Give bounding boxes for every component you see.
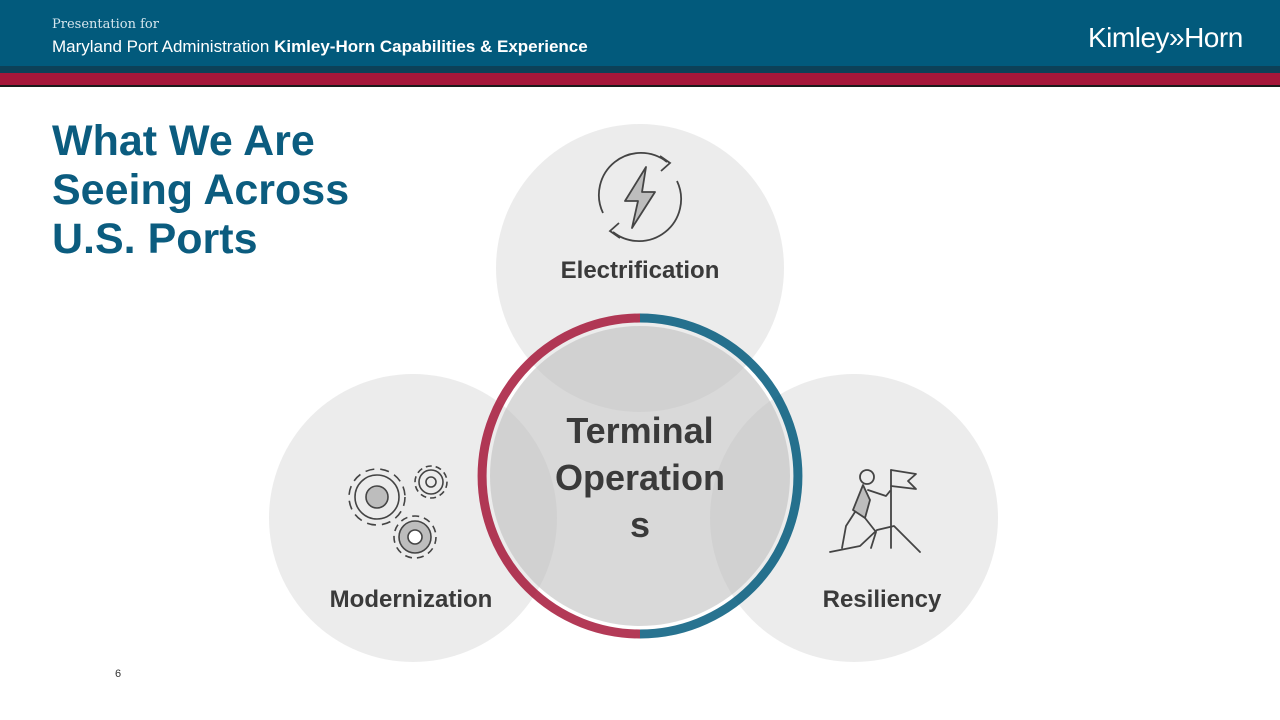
deck-title: Kimley-Horn Capabilities & Experience xyxy=(274,37,588,56)
gears-icon xyxy=(348,465,448,559)
presentation-for-label: Presentation for xyxy=(52,17,159,32)
page-number: 6 xyxy=(115,668,122,680)
center-label-line-1: Terminal xyxy=(566,410,713,451)
client-name: Maryland Port Administration xyxy=(52,37,270,56)
slide-header: Presentation for Maryland Port Administr… xyxy=(0,0,1280,66)
center-circle xyxy=(490,326,790,626)
header-band-line xyxy=(0,85,1280,87)
kimley-horn-logo: Kimley»Horn xyxy=(1088,22,1243,53)
header-subtitle: Maryland Port Administration Kimley-Horn… xyxy=(52,37,588,57)
electrification-label: Electrification xyxy=(561,257,720,284)
lightning-cycle-icon xyxy=(598,152,682,242)
climber-flag-icon xyxy=(829,469,921,553)
slide-title: What We Are Seeing Across U.S. Ports xyxy=(52,117,350,263)
header-band-red xyxy=(0,73,1280,85)
resiliency-label: Resiliency xyxy=(823,586,942,613)
header-band-dark xyxy=(0,66,1280,73)
center-ring-right xyxy=(639,313,803,639)
center-label-line-2: Operation xyxy=(555,457,725,498)
center-ring-left xyxy=(477,313,641,639)
modernization-label: Modernization xyxy=(330,586,493,613)
center-label-line-3: s xyxy=(630,504,650,545)
